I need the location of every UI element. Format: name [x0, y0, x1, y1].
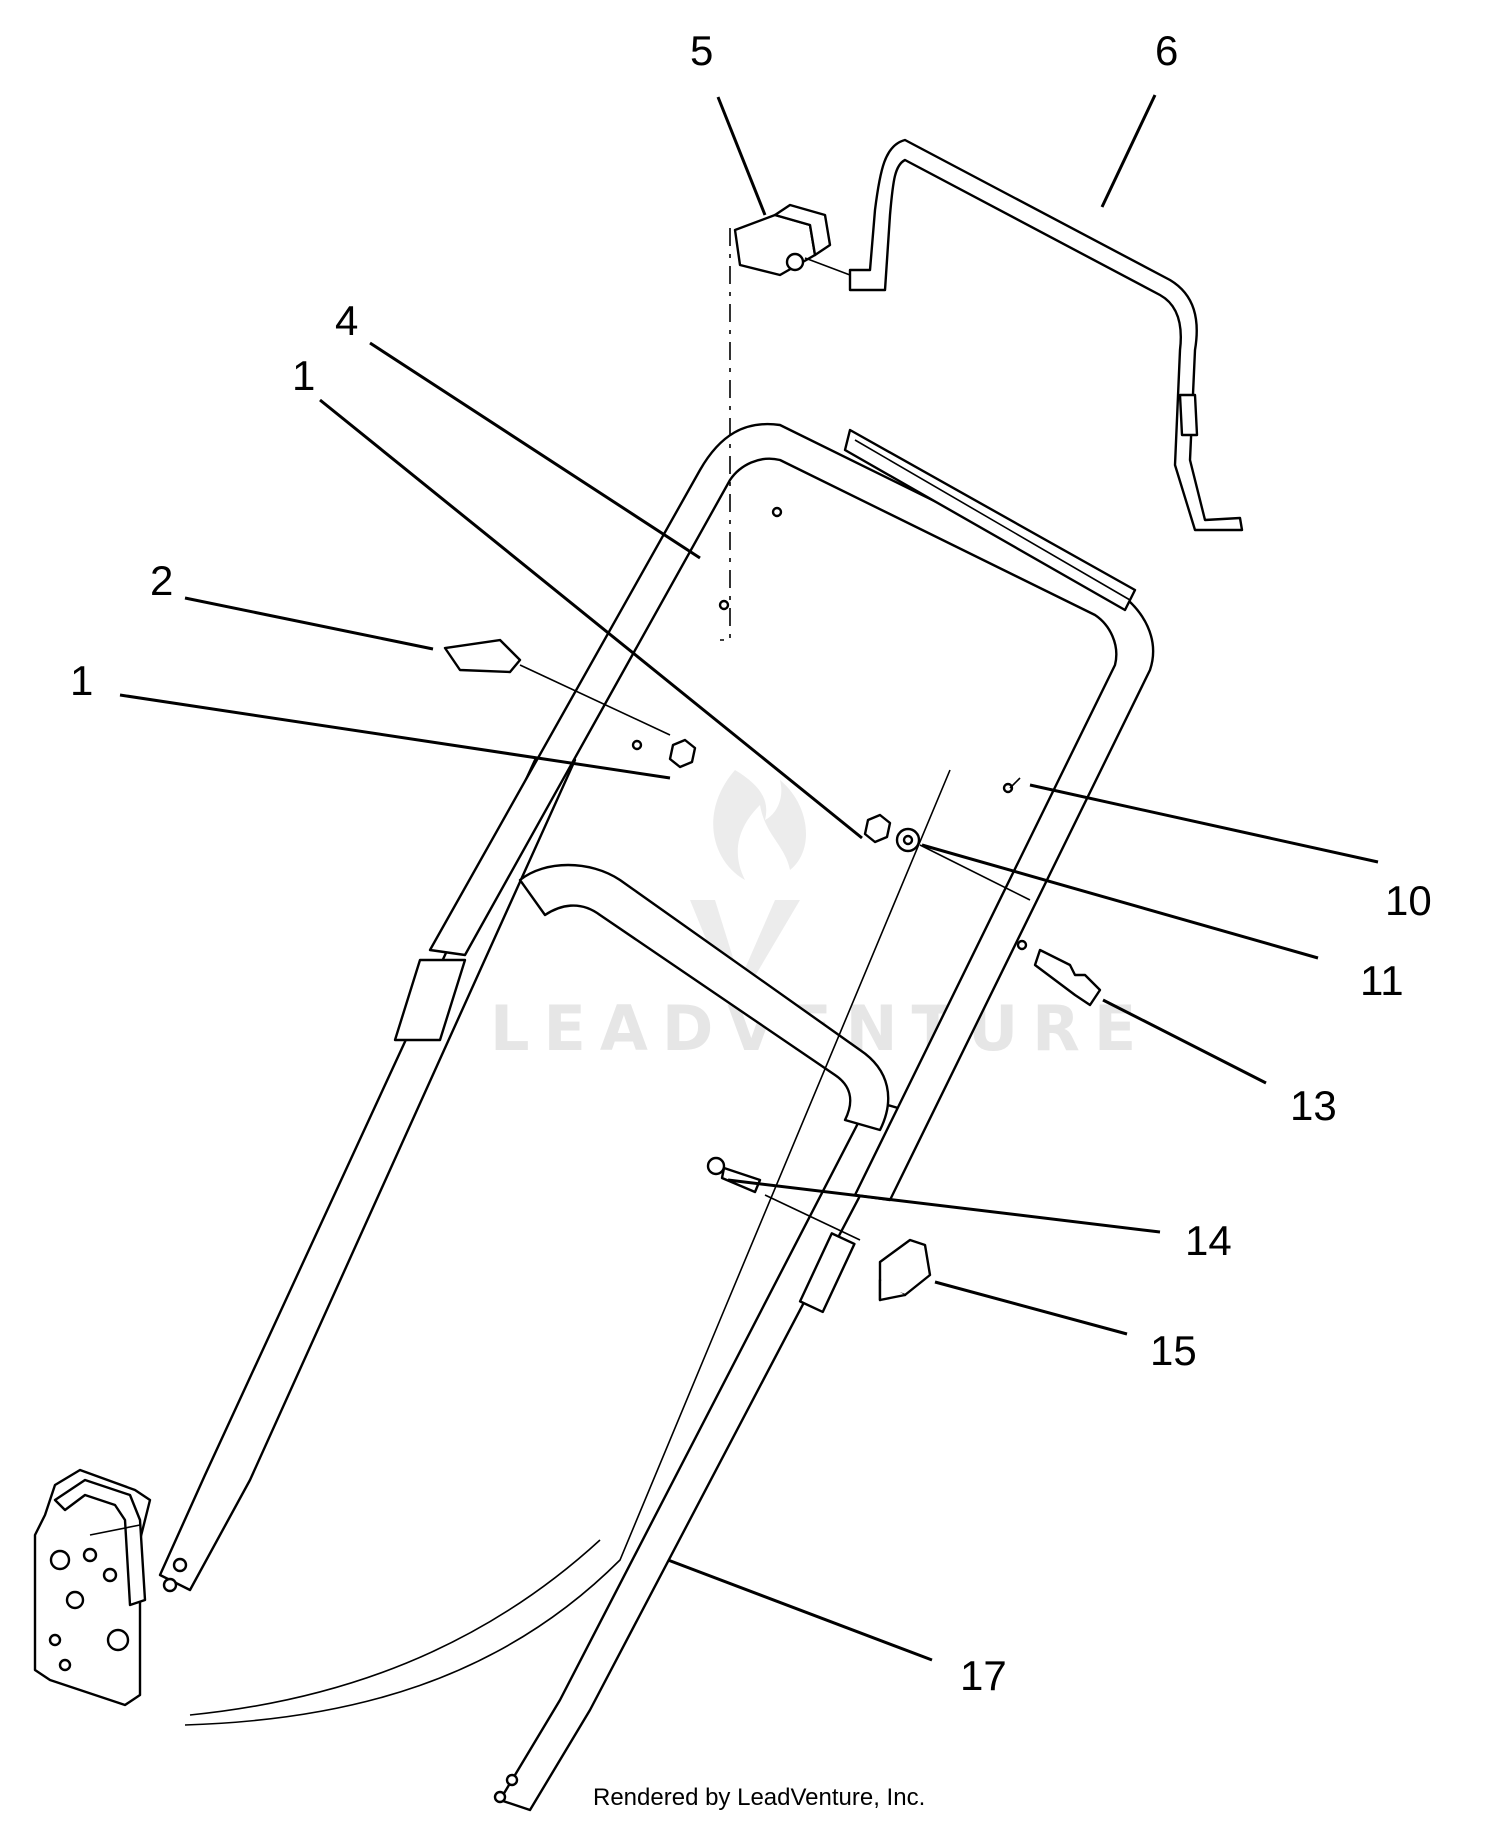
upper-handle — [428, 422, 1155, 1202]
callout-1b: 1 — [70, 657, 93, 704]
callout-10: 10 — [1385, 877, 1432, 924]
callout-2: 2 — [150, 557, 173, 604]
callout-6: 6 — [1155, 27, 1178, 74]
deck-bracket — [33, 1468, 152, 1707]
leader-6 — [1100, 94, 1157, 208]
callout-1a: 1 — [292, 352, 315, 399]
callout-5: 5 — [690, 27, 713, 74]
leader-11 — [921, 843, 1319, 960]
leader-1a — [319, 398, 863, 840]
hardware — [443, 638, 1102, 1314]
leader-15 — [934, 1280, 1128, 1336]
leader-10 — [1029, 783, 1379, 864]
leader-13 — [1102, 998, 1267, 1085]
callout-15: 15 — [1150, 1327, 1197, 1374]
leader-14 — [727, 1178, 1161, 1234]
lower-handle — [158, 758, 951, 1812]
leader-2 — [184, 596, 434, 651]
control-bracket — [720, 203, 851, 641]
callouts: 5 6 4 1 2 1 10 11 13 14 15 17 — [70, 27, 1432, 1699]
leader-1b — [119, 693, 671, 780]
callout-13: 13 — [1290, 1082, 1337, 1129]
leader-lines — [119, 94, 1379, 1662]
leader-5 — [716, 96, 767, 216]
leader-4 — [369, 341, 701, 560]
callout-17: 17 — [960, 1652, 1007, 1699]
operator-bail — [848, 138, 1244, 532]
callout-11: 11 — [1360, 957, 1404, 1004]
leader-17 — [667, 1558, 933, 1662]
flame-logo-icon — [690, 770, 807, 1010]
footer-credit: Rendered by LeadVenture, Inc. — [593, 1784, 925, 1811]
callout-14: 14 — [1185, 1217, 1232, 1264]
callout-4: 4 — [335, 297, 358, 344]
